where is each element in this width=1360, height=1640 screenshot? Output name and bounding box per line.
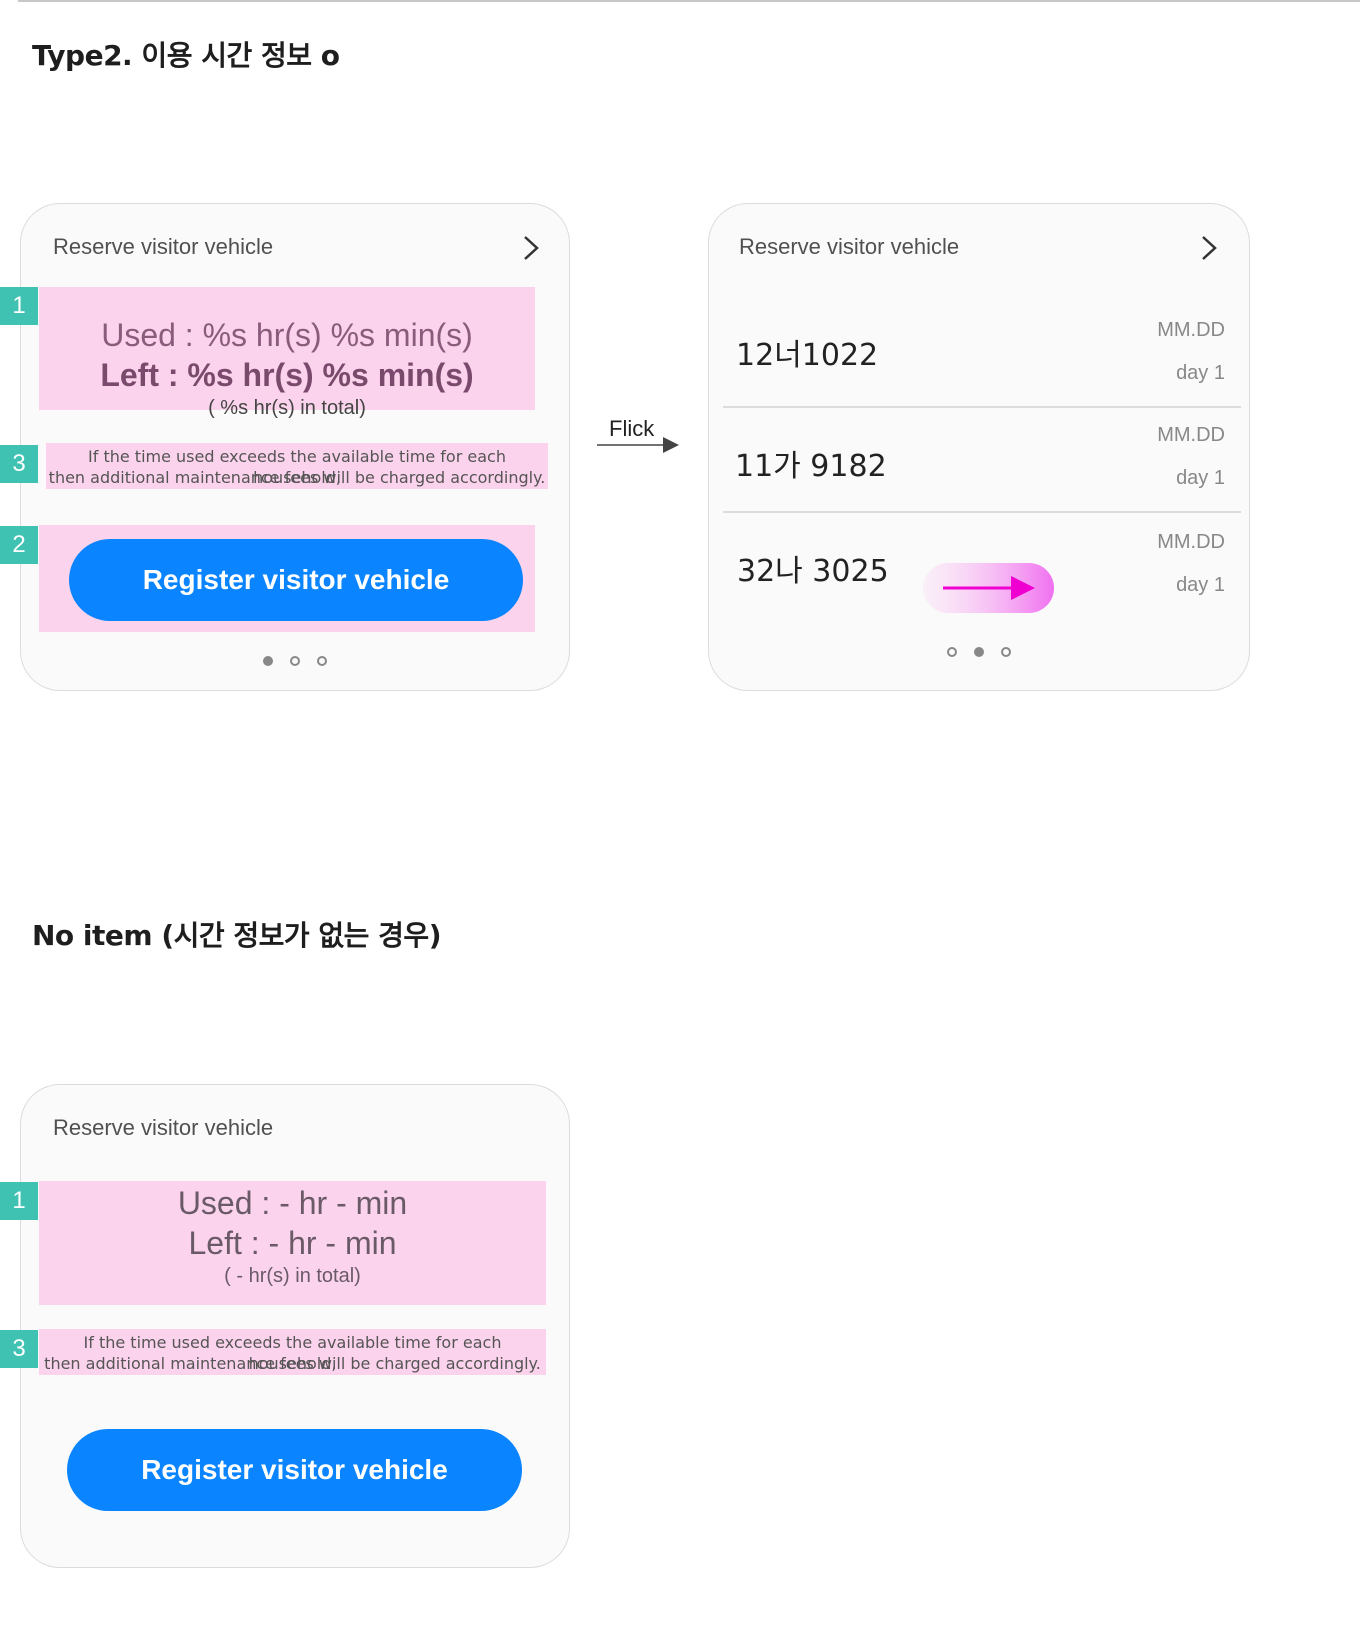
- vehicle-plate: 11가 9182: [735, 449, 887, 484]
- reservation-days: day 1: [1176, 574, 1225, 596]
- reserve-card-type2: Reserve visitor vehicle Used : %s hr(s) …: [20, 203, 570, 691]
- swipe-right-arrow-icon: [923, 563, 1054, 613]
- row-divider: [723, 511, 1241, 513]
- reservation-days: day 1: [1176, 467, 1225, 489]
- page-dot-3[interactable]: [317, 656, 327, 666]
- annotation-tag-3: 3: [0, 445, 38, 483]
- flick-arrow-icon: [597, 437, 679, 453]
- used-time-text: Used : %s hr(s) %s min(s): [101, 317, 473, 353]
- reserve-card-no-item: Reserve visitor vehicle Used : - hr - mi…: [20, 1084, 570, 1568]
- total-time-text: ( %s hr(s) in total): [208, 397, 366, 419]
- page-dot-1[interactable]: [947, 647, 957, 657]
- left-time-text: Left : - hr - min: [188, 1225, 397, 1261]
- time-info-block: Used : - hr - min Left : - hr - min ( - …: [39, 1181, 546, 1305]
- fee-notice-line-1: If the time used exceeds the available t…: [83, 1333, 502, 1373]
- register-visitor-vehicle-button[interactable]: Register visitor vehicle: [67, 1429, 522, 1511]
- left-time-text: Left : %s hr(s) %s min(s): [100, 357, 474, 393]
- chevron-right-icon[interactable]: [517, 234, 545, 262]
- page-dot-3[interactable]: [1001, 647, 1011, 657]
- reserve-card-list: Reserve visitor vehicle 12너1022 MM.DD da…: [708, 203, 1250, 691]
- chevron-right-icon[interactable]: [1195, 234, 1223, 262]
- section-title-type2: Type2. 이용 시간 정보 o: [32, 39, 340, 72]
- time-info-block: Used : %s hr(s) %s min(s) Left : %s hr(s…: [39, 287, 535, 419]
- fee-notice-line-1: If the time used exceeds the available t…: [88, 447, 506, 487]
- reservation-date: MM.DD: [1157, 424, 1225, 446]
- fee-notice-block: If the time used exceeds the available t…: [46, 443, 548, 489]
- page-dot-2[interactable]: [290, 656, 300, 666]
- total-time-text: ( - hr(s) in total): [224, 1265, 361, 1287]
- register-visitor-vehicle-button[interactable]: Register visitor vehicle: [69, 539, 523, 621]
- fee-notice-block: If the time used exceeds the available t…: [39, 1329, 546, 1375]
- annotation-tag-2: 2: [0, 526, 38, 564]
- flick-label: Flick: [609, 416, 655, 441]
- row-divider: [723, 406, 1241, 408]
- vehicle-plate: 32나 3025: [737, 554, 889, 589]
- page-dot-1-active[interactable]: [263, 656, 273, 666]
- used-time-text: Used : - hr - min: [177, 1185, 408, 1221]
- card-title: Reserve visitor vehicle: [53, 234, 274, 259]
- register-button-highlight: Register visitor vehicle: [39, 525, 535, 632]
- annotation-tag-3: 3: [0, 1330, 38, 1368]
- page-dot-2-active[interactable]: [974, 647, 984, 657]
- annotation-tag-1: 1: [0, 287, 38, 325]
- fee-notice-line-2: then additional maintenance fees will be…: [44, 1354, 541, 1373]
- top-divider: [18, 0, 1360, 2]
- section-title-no-item: No item (시간 정보가 없는 경우): [32, 919, 442, 952]
- reservation-date: MM.DD: [1157, 319, 1225, 341]
- vehicle-plate: 12너1022: [736, 338, 879, 373]
- fee-notice-line-2: then additional maintenance fees will be…: [48, 468, 546, 487]
- annotation-tag-1: 1: [0, 1182, 38, 1220]
- reservation-date: MM.DD: [1157, 531, 1225, 553]
- card-title: Reserve visitor vehicle: [739, 234, 960, 259]
- card-title: Reserve visitor vehicle: [53, 1115, 274, 1140]
- reservation-days: day 1: [1176, 362, 1225, 384]
